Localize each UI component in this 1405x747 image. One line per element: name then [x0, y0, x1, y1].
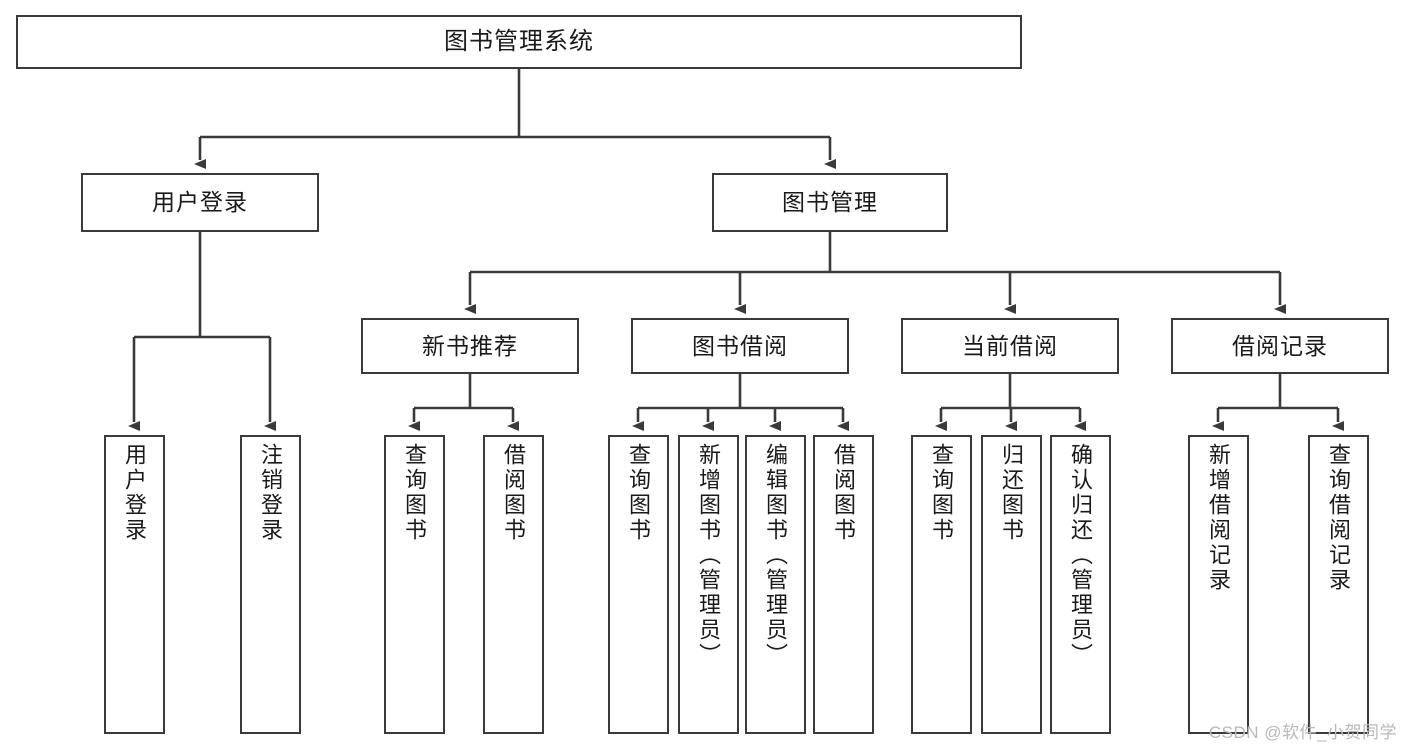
node-label: 图书管理	[782, 189, 878, 216]
node-label: 用户登录	[152, 189, 248, 216]
node-label: 用户登录	[122, 443, 148, 543]
leaf-query-record[interactable]: 查询借阅记录	[1308, 435, 1369, 734]
leaf-query-book-1[interactable]: 查询图书	[384, 435, 445, 734]
node-user-login[interactable]: 用户登录	[81, 173, 319, 232]
leaf-logout[interactable]: 注销登录	[240, 435, 301, 734]
node-label: 注销登录	[258, 443, 284, 543]
leaf-return-book[interactable]: 归还图书	[981, 435, 1042, 734]
node-label: 借阅图书	[831, 443, 857, 543]
node-label: 新增借阅记录	[1206, 443, 1232, 593]
node-new-book-rec[interactable]: 新书推荐	[361, 318, 579, 374]
node-label: 图书借阅	[692, 332, 788, 359]
node-label: 当前借阅	[962, 332, 1058, 359]
node-root[interactable]: 图书管理系统	[16, 15, 1022, 69]
node-label: 查询借阅记录	[1326, 443, 1352, 593]
leaf-borrow-book-1[interactable]: 借阅图书	[483, 435, 544, 734]
node-label: 新增图书（管理员）	[696, 443, 722, 668]
node-label: 查询图书	[929, 443, 955, 543]
leaf-edit-book[interactable]: 编辑图书（管理员）	[745, 435, 806, 734]
leaf-query-book-2[interactable]: 查询图书	[608, 435, 669, 734]
node-current-borrow[interactable]: 当前借阅	[901, 318, 1119, 374]
leaf-query-book-3[interactable]: 查询图书	[911, 435, 972, 734]
leaf-borrow-book-2[interactable]: 借阅图书	[813, 435, 874, 734]
node-label: 新书推荐	[422, 332, 518, 359]
node-book-manage[interactable]: 图书管理	[712, 173, 948, 232]
node-label: 归还图书	[999, 443, 1025, 543]
leaf-add-record[interactable]: 新增借阅记录	[1188, 435, 1249, 734]
node-label: 借阅记录	[1232, 332, 1328, 359]
node-label: 查询图书	[402, 443, 428, 543]
leaf-confirm-return[interactable]: 确认归还（管理员）	[1050, 435, 1111, 734]
node-borrow-record[interactable]: 借阅记录	[1171, 318, 1389, 374]
watermark: CSDN @软件_小贺同学	[1208, 723, 1397, 742]
leaf-add-book[interactable]: 新增图书（管理员）	[678, 435, 739, 734]
node-label: 图书管理系统	[444, 28, 594, 55]
node-label: 编辑图书（管理员）	[763, 443, 789, 668]
node-label: 借阅图书	[501, 443, 527, 543]
node-book-borrow[interactable]: 图书借阅	[631, 318, 849, 374]
leaf-user-login[interactable]: 用户登录	[104, 435, 165, 734]
node-label: 确认归还（管理员）	[1068, 443, 1094, 668]
node-label: 查询图书	[626, 443, 652, 543]
